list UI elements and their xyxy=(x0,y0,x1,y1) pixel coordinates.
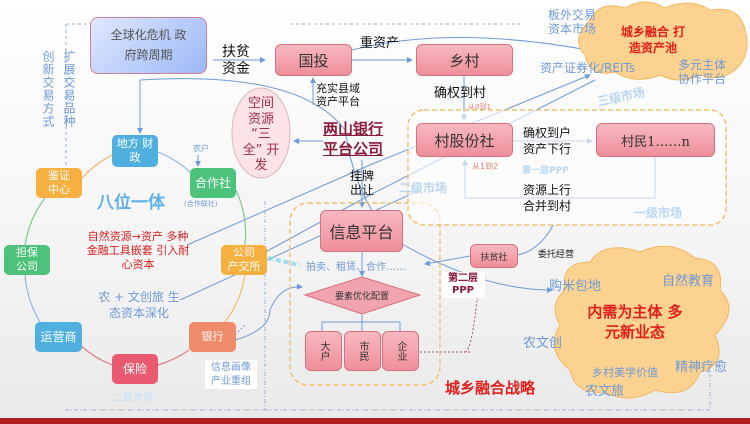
bank-platform-line1: 两山银行 xyxy=(323,120,384,138)
poverty-fund-label: 扶贫资金 xyxy=(222,44,250,77)
info-zone-frame xyxy=(289,202,441,386)
agri-culture-text: 农 + 文创旅 生态资本深化 xyxy=(98,290,180,320)
confirm-household-label: 确权到户 资产下行 xyxy=(523,126,572,157)
farmer-label: 农户 xyxy=(193,144,209,153)
auction-label: 拍卖、租赁、合作…… xyxy=(306,262,406,273)
reits-label: 资产证券化/REITs xyxy=(540,61,636,75)
healing-label: 精神疗愈 xyxy=(675,360,728,375)
insurance-node[interactable]: 保险 xyxy=(112,354,158,384)
eight-in-one-title: 八位一体 xyxy=(97,193,165,213)
bank-platform-line2: 平台公司 xyxy=(323,139,384,158)
guotou-box[interactable]: 国投 xyxy=(275,44,352,76)
operator-node[interactable]: 运营商 xyxy=(35,322,82,352)
resource-up-label: 资源上行 合并到村 xyxy=(523,183,572,214)
top-cloud xyxy=(578,1,748,81)
natural-resource-text: 自然资源→资产 多种金融工具嵌套 引入耐心资本 xyxy=(86,230,190,271)
local-finance-node[interactable]: 地方 财政 xyxy=(112,135,158,167)
certification-node[interactable]: 鉴证 中心 xyxy=(36,168,82,198)
guarantee-node[interactable]: 担保 公司 xyxy=(4,245,50,275)
space-dev-label: 空间 资源 “三全” 开发 xyxy=(242,96,280,174)
village-box[interactable]: 乡村 xyxy=(416,44,513,76)
one-to-two-label: 从1到2 xyxy=(472,162,499,171)
strategy-title: 城乡融合战略 xyxy=(445,379,536,397)
listing-label: 挂牌 出让 xyxy=(350,169,375,198)
enterprise-box[interactable]: 企业 xyxy=(382,331,419,371)
info-profile-label: 信息画像 产业重组 xyxy=(205,360,257,389)
village-coop-box[interactable]: 村股份社 xyxy=(416,123,513,157)
offboard-label: 板外交易 资本市场 xyxy=(548,8,597,37)
agri-creative-label: 农文创 xyxy=(523,336,563,351)
info-platform-box[interactable]: 信息平台 xyxy=(320,210,403,252)
agri-tourism-label: 农文旅 xyxy=(585,384,625,399)
ppp2-label: 第二层 PPP xyxy=(441,272,485,298)
crisis-box: 全球化危机 政府跨周期 xyxy=(90,17,207,74)
cloud-top-label: 城乡融合 打造资产池 xyxy=(620,25,686,56)
factor-label: 要素优化配置 xyxy=(334,292,389,302)
cooperative-node[interactable]: 合作社 xyxy=(190,168,236,198)
entrust-label: 委托经营 xyxy=(538,250,575,260)
innovate-label: 创新交易方式 xyxy=(41,50,55,128)
bank-platform-title[interactable]: 两山银行平台公司 xyxy=(323,120,383,159)
poverty-coop-box[interactable]: 扶贫社 xyxy=(470,244,518,268)
factor-diamond xyxy=(303,276,422,315)
zero-to-one-label: 从0到1 xyxy=(468,103,491,111)
expand-label: 扩展交易品种 xyxy=(62,50,76,128)
exchange-node[interactable]: 公司 产交所 xyxy=(221,245,267,275)
space-dev-ellipse xyxy=(231,87,291,179)
bank-node[interactable]: 银行 xyxy=(189,322,236,352)
ppp1-label: 第一层PPP xyxy=(522,166,569,176)
multi-platform-label: 多元主体 协作平台 xyxy=(678,58,727,87)
citizen-box[interactable]: 市民 xyxy=(344,331,381,371)
confirm-village-label: 确权到村 xyxy=(434,86,487,101)
nature-edu-label: 自然教育 xyxy=(662,274,715,289)
enrich-label: 充实县域 资产平台 xyxy=(316,82,360,109)
bottom-cloud xyxy=(553,245,730,399)
villagers-box[interactable]: 村民1……n xyxy=(596,123,715,157)
left-second-market-label: 二级市场 xyxy=(113,393,153,404)
coop-union-label: (合作联社) xyxy=(184,200,218,208)
heavy-assets-label: 重资产 xyxy=(360,36,400,51)
rice-label: 购米包地 xyxy=(549,279,602,294)
first-market-label: 一级市场 xyxy=(634,206,683,220)
big-household-box[interactable]: 大户 xyxy=(305,331,342,371)
second-market-label: 二级市场 xyxy=(399,181,448,195)
bottom-bar xyxy=(0,418,750,424)
bottom-cloud-title: 内需为主体 多元新业态 xyxy=(587,303,683,341)
aesthetics-label: 乡村美学价值 xyxy=(592,366,658,379)
